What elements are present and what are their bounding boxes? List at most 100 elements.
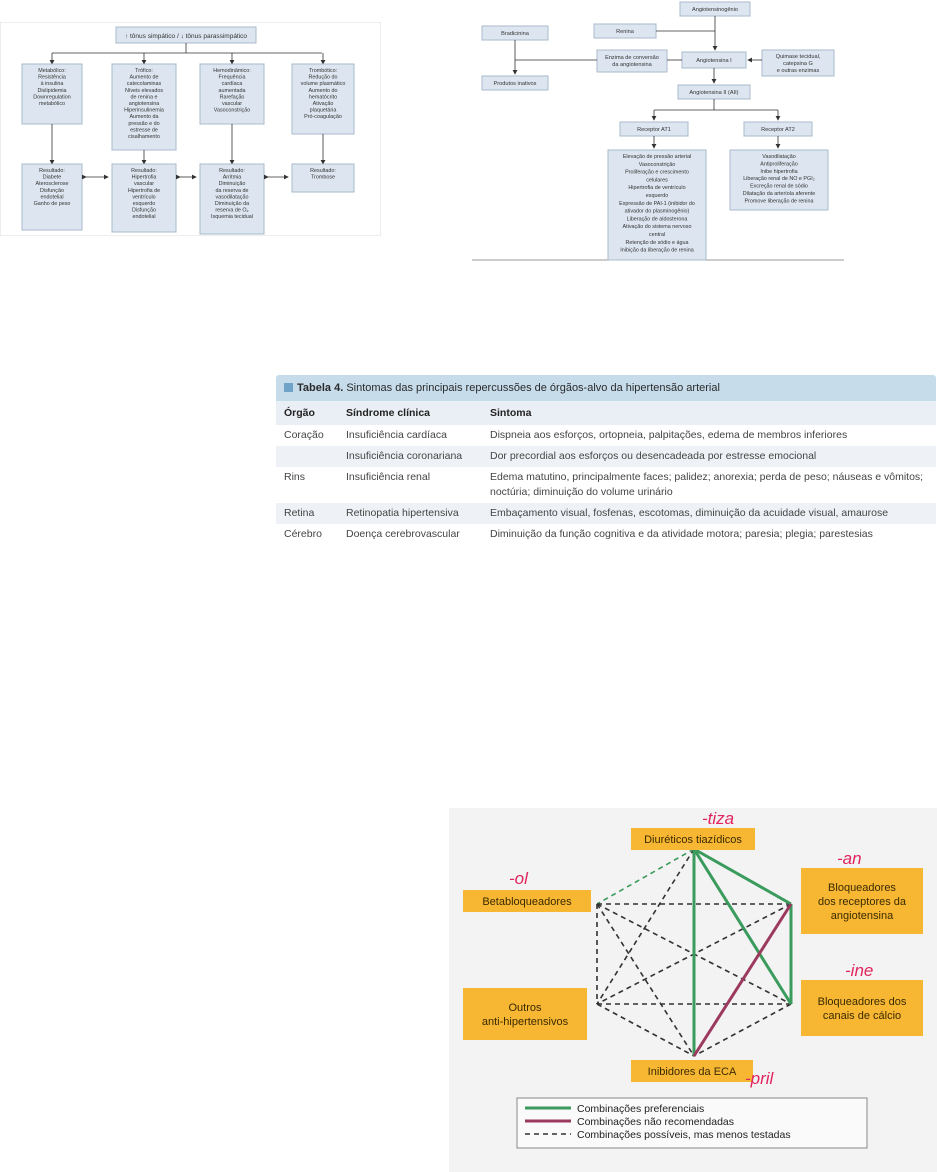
organ-cell [276, 446, 338, 467]
at1-effect-text: Liberação de aldosterona [627, 216, 688, 222]
result-box [199, 163, 265, 235]
result-text: Resultado: [39, 168, 65, 174]
symptoms-table: Tabela 4. Sintomas das principais reperc… [276, 375, 936, 540]
caption-bullet-icon [284, 383, 293, 392]
at1-effect-text: Retenção de sódio e água [626, 240, 689, 246]
result-text: Diabete [43, 175, 62, 181]
result-text: Aterosclerose [36, 181, 69, 187]
mechanism-text: Rarefação [220, 94, 245, 100]
drug-class-label-bcc: Bloqueadores dos [818, 996, 907, 1008]
table-header-row: Órgão Síndrome clínica Sintoma [276, 401, 936, 425]
mechanism-text: cardíaca [222, 81, 243, 87]
header-symptom: Sintoma [482, 401, 936, 425]
at1-effect-text: esquerdo [646, 193, 668, 199]
at2-effect-text: Dilatação da arteríola aferente [743, 191, 816, 197]
table-caption-text: Sintomas das principais repercussões de … [343, 382, 720, 394]
organ-cell: Rins [284, 471, 306, 483]
angiotensin2-label: Angiotensina II (AII) [689, 90, 738, 96]
at2-effect-text: Inibe hipertrofia [760, 169, 797, 175]
possible-combination-line [596, 848, 695, 1005]
at2-effect-text: Promove liberação de renina [745, 198, 814, 204]
at2-effect-text: Antiproliferação [760, 161, 797, 167]
result-text: Diminuição [219, 181, 246, 187]
preferred-combination-line [692, 848, 793, 1005]
mechanism-text: Pró-coagulação [304, 114, 342, 120]
inactive-products-label: Produtos inativos [494, 81, 537, 87]
inactive-products-box [481, 75, 549, 91]
mechanism-text: Hiperinsulinemia [124, 108, 164, 114]
mechanism-text: Aumento de [129, 75, 158, 81]
bradykinin-label: Bradicinina [501, 31, 530, 37]
at1-effect-text: Hipertrofia de ventrículo [628, 185, 685, 191]
mechanism-text: catecolaminas [127, 81, 162, 87]
combinations-svg: Diuréticos tiazídicosBetabloqueadoresBlo… [449, 808, 937, 1172]
ace-box [596, 49, 668, 73]
result-text: Trombose [311, 175, 335, 181]
handwritten-suffix: -pril [745, 1069, 775, 1088]
angiotensin1-label: Angiotensina I [696, 58, 732, 64]
table-caption-label: Tabela 4. [297, 382, 344, 394]
at1-effect-text: ativador do plasminogênio) [625, 209, 690, 215]
sympathetic-tone-diagram: ↑ tônus simpático / ↓ tônus parassimpáti… [0, 22, 381, 236]
at2-effects-box [729, 149, 829, 211]
result-text: Isquemia tecidual [211, 214, 253, 220]
table-row: Insuficiência coronariana Dor precordial… [276, 446, 936, 467]
ace-label: Enzima de conversão [605, 55, 659, 61]
chymase-box [761, 49, 835, 77]
sympathetic-tone-svg: ↑ tônus simpático / ↓ tônus parassimpáti… [0, 22, 381, 236]
legend-label: Combinações preferenciais [577, 1103, 704, 1115]
at1-effect-text: Proliferação e crescimento [625, 170, 689, 176]
chymase-label: catepsina G [783, 61, 813, 67]
at2-effect-text: Excreção renal de sódio [750, 184, 808, 190]
symptom-cell: Embaçamento visual, fosfenas, escotomas,… [482, 503, 936, 524]
renin-label: Renina [616, 29, 635, 35]
result-text: endotelial [40, 194, 63, 200]
ace-label: da angiotensina [612, 62, 652, 68]
drug-class-box-beta [463, 890, 591, 912]
possible-combination-line [596, 1003, 695, 1057]
drug-class-label-outros: anti-hipertensivos [482, 1016, 569, 1028]
mechanism-text: Trófico: [135, 68, 153, 74]
result-text: Resultado: [131, 168, 157, 174]
result-text: da reserva de [216, 188, 249, 194]
at1-effect-text: celulares [646, 177, 668, 183]
symptom-cell: Dispneia aos esforços, ortopneia, palpit… [490, 429, 848, 441]
symptoms-table-grid: Órgão Síndrome clínica Sintoma Coração I… [276, 401, 936, 545]
chymase-label: Quimase tecidual, [776, 54, 821, 60]
mechanism-text: Hemodinâmico: [213, 68, 250, 74]
mechanism-text: Dislipidemia [37, 88, 66, 94]
result-text: Hipertrofia de [128, 188, 160, 194]
symptom-cell: Diminuição da função cognitiva e da ativ… [490, 528, 873, 540]
mechanism-text: hematócrito [309, 94, 337, 100]
result-text: reserva de O₂ [215, 208, 248, 214]
drug-class-box-outros [463, 988, 587, 1040]
handwritten-suffix: -an [837, 849, 862, 868]
mechanism-text: pressão e do [128, 121, 159, 127]
legend-label: Combinações possíveis, mas menos testada… [577, 1129, 791, 1141]
possible-combination-line [596, 848, 695, 905]
mechanism-text: volume plasmático [301, 81, 346, 87]
mechanism-text: Aumento do [308, 88, 337, 94]
at2-label: Receptor AT2 [761, 127, 795, 133]
top-box-label: ↑ tônus simpático / ↓ tônus parassimpáti… [125, 33, 247, 40]
header-organ: Órgão [276, 401, 338, 425]
at1-effect-text: Inibição da liberação de renina [620, 248, 693, 254]
at1-effects-box [607, 149, 707, 261]
mechanism-text: Redução do [308, 75, 337, 81]
possible-combination-line [596, 903, 695, 1057]
header-syndrome: Síndrome clínica [338, 401, 482, 425]
handwritten-suffix: -tiza [702, 809, 734, 828]
angiotensinogen-label: Angiotensinogênio [692, 7, 738, 13]
mechanism-text: estresse de [130, 127, 158, 133]
organ-cell: Cérebro [284, 528, 322, 540]
possible-combination-line [693, 1003, 792, 1057]
handwritten-suffix: -ine [845, 961, 873, 980]
at1-effect-text: Expressão de PAI-1 (inibidor do [619, 201, 695, 207]
not-recommended-combination-line [692, 903, 793, 1057]
mechanism-text: à insulina [41, 81, 64, 87]
mechanism-box [199, 63, 265, 125]
table-row: Coração Insuficiência cardíaca Dispneia … [276, 425, 936, 446]
